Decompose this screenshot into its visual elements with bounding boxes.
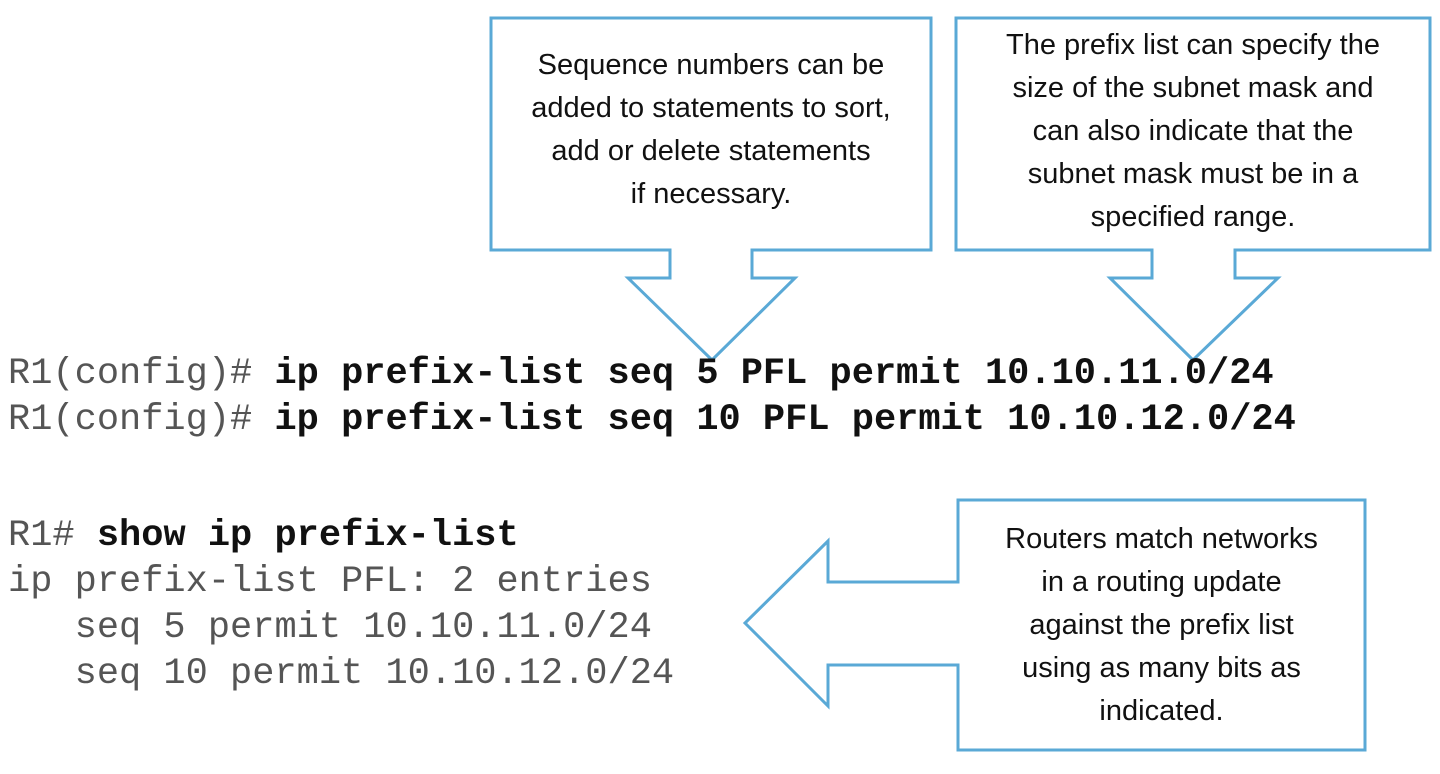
sequence-callout-line: Sequence numbers can be bbox=[537, 49, 885, 81]
routers-callout-line: Routers match networks bbox=[1005, 523, 1318, 555]
routers-callout-line: indicated. bbox=[1099, 695, 1224, 727]
prefix-callout-line: can also indicate that the bbox=[1032, 115, 1354, 147]
show-output-line: ip prefix-list PFL: 2 entries bbox=[8, 561, 652, 603]
prefix-callout-line: subnet mask must be in a bbox=[1027, 158, 1359, 190]
routers-callout-text: Routers match networks in a routing upda… bbox=[958, 518, 1365, 733]
show-command-line: R1# show ip prefix-list bbox=[8, 514, 519, 558]
routers-callout-line: in a routing update bbox=[1041, 566, 1282, 598]
cli-prompt: R1# bbox=[8, 515, 97, 557]
cli-prompt: R1(config)# bbox=[8, 399, 275, 441]
sequence-callout-line: added to statements to sort, bbox=[531, 92, 891, 124]
cli-command: show ip prefix-list bbox=[96, 515, 519, 557]
sequence-callout-line: add or delete statements bbox=[551, 135, 871, 167]
show-output-line: seq 10 permit 10.10.12.0/24 bbox=[8, 653, 675, 695]
prefix-callout-shape bbox=[954, 16, 1432, 363]
cli-command: ip prefix-list seq 5 PFL permit 10.10.11… bbox=[274, 353, 1274, 395]
sequence-callout-line: if necessary. bbox=[630, 178, 792, 210]
prefix-callout-line: size of the subnet mask and bbox=[1012, 72, 1374, 104]
config-line-seq5: R1(config)# ip prefix-list seq 5 PFL per… bbox=[8, 352, 1274, 396]
sequence-callout-text: Sequence numbers can be added to stateme… bbox=[491, 44, 931, 216]
prefix-callout-line: The prefix list can specify the bbox=[1006, 29, 1380, 61]
prefix-callout-line: specified range. bbox=[1090, 201, 1296, 233]
sequence-callout-shape bbox=[489, 16, 933, 363]
config-line-seq10: R1(config)# ip prefix-list seq 10 PFL pe… bbox=[8, 398, 1296, 442]
prefix-callout-text: The prefix list can specify the size of … bbox=[956, 24, 1430, 239]
routers-callout-line: using as many bits as bbox=[1022, 652, 1301, 684]
routers-callout-line: against the prefix list bbox=[1029, 609, 1294, 641]
routers-callout-shape bbox=[742, 498, 1367, 752]
cli-command: ip prefix-list seq 10 PFL permit 10.10.1… bbox=[274, 399, 1296, 441]
cli-prompt: R1(config)# bbox=[8, 353, 275, 395]
show-output-line: seq 5 permit 10.10.11.0/24 bbox=[8, 607, 652, 649]
